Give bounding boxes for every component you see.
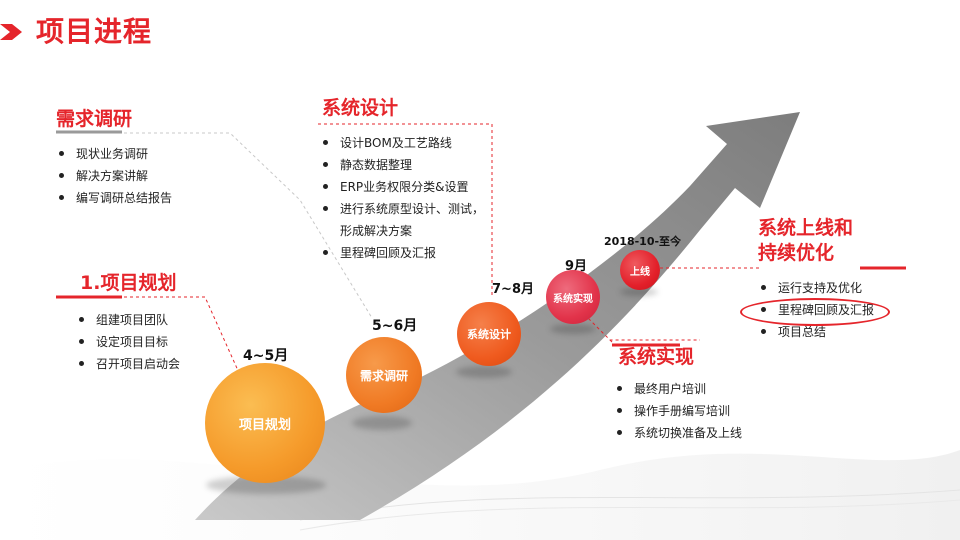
research-items: 现状业务调研 解决方案讲解 编写调研总结报告 [56,143,172,209]
milestone-date: 7~8月 [492,282,534,297]
list-item: 项目总结 [758,321,874,343]
list-item: 里程碑回顾及汇报 [320,242,484,264]
list-item: 现状业务调研 [56,143,172,165]
ball-shadow [456,366,512,378]
list-item: 操作手册编写培训 [614,400,742,422]
ball-shadow [550,324,596,334]
bullet-dot [761,285,766,290]
list-item: 解决方案讲解 [56,165,172,187]
bullet-dot [617,408,622,413]
page-title: 项目进程 [36,15,153,48]
implementation-phase-title: 系统实现 [618,346,695,368]
milestone-ball-design: 系统设计 [457,302,521,366]
planning-items: 组建项目团队 设定项目目标 召开项目启动会 [76,309,180,375]
milestone-date: 2018-10-至今 [604,235,682,248]
bullet-dot [79,339,84,344]
bullet-dot [59,195,64,200]
list-item: 系统切换准备及上线 [614,422,742,444]
bullet-dot [79,317,84,322]
ball-shadow [206,476,326,494]
design-phase-title: 系统设计 [322,97,399,119]
list-item: 组建项目团队 [76,309,180,331]
bullet-dot [761,329,766,334]
design-items: 设计BOM及工艺路线 静态数据整理 ERP业务权限分类&设置 进行系统原型设计、… [320,132,484,264]
bullet-dot [79,361,84,366]
list-item: 设定项目目标 [76,331,180,353]
ball-shadow [620,288,658,296]
milestone-date: 4~5月 [243,348,289,364]
arrow-road [195,112,800,520]
highlight-oval [740,298,890,326]
bullet-dot [59,151,64,156]
list-item: 召开项目启动会 [76,353,180,375]
milestone-ball-research: 需求调研 [346,337,422,413]
bullet-dot [59,173,64,178]
list-item: 编写调研总结报告 [56,187,172,209]
bullet-dot [617,430,622,435]
implementation-items: 最终用户培训 操作手册编写培训 系统切换准备及上线 [614,378,742,444]
ball-shadow [352,416,412,430]
milestone-ball-golive: 上线 [620,250,660,290]
bullet-dot [323,162,328,167]
list-item: 最终用户培训 [614,378,742,400]
list-item: 运行支持及优化 [758,277,874,299]
milestone-ball-implementation: 系统实现 [546,270,600,324]
bullet-dot [323,184,328,189]
bullet-dot [617,386,622,391]
golive-phase-title: 系统上线和 持续优化 [758,216,853,266]
milestone-date: 5~6月 [372,318,418,334]
golive-title-line1: 系统上线和 [758,217,854,239]
planning-phase-title: 1.项目规划 [80,272,177,294]
list-item: ERP业务权限分类&设置 [320,176,484,198]
milestone-ball-planning: 项目规划 [205,363,325,483]
chevron-right-icon [0,24,22,40]
bullet-dot [323,140,328,145]
list-item: 进行系统原型设计、测试，形成解决方案 [320,198,484,242]
list-item: 静态数据整理 [320,154,484,176]
bullet-dot [323,206,328,211]
bullet-dot [323,250,328,255]
research-phase-title: 需求调研 [56,108,133,130]
golive-title-line2: 持续优化 [758,242,835,264]
list-item: 设计BOM及工艺路线 [320,132,484,154]
